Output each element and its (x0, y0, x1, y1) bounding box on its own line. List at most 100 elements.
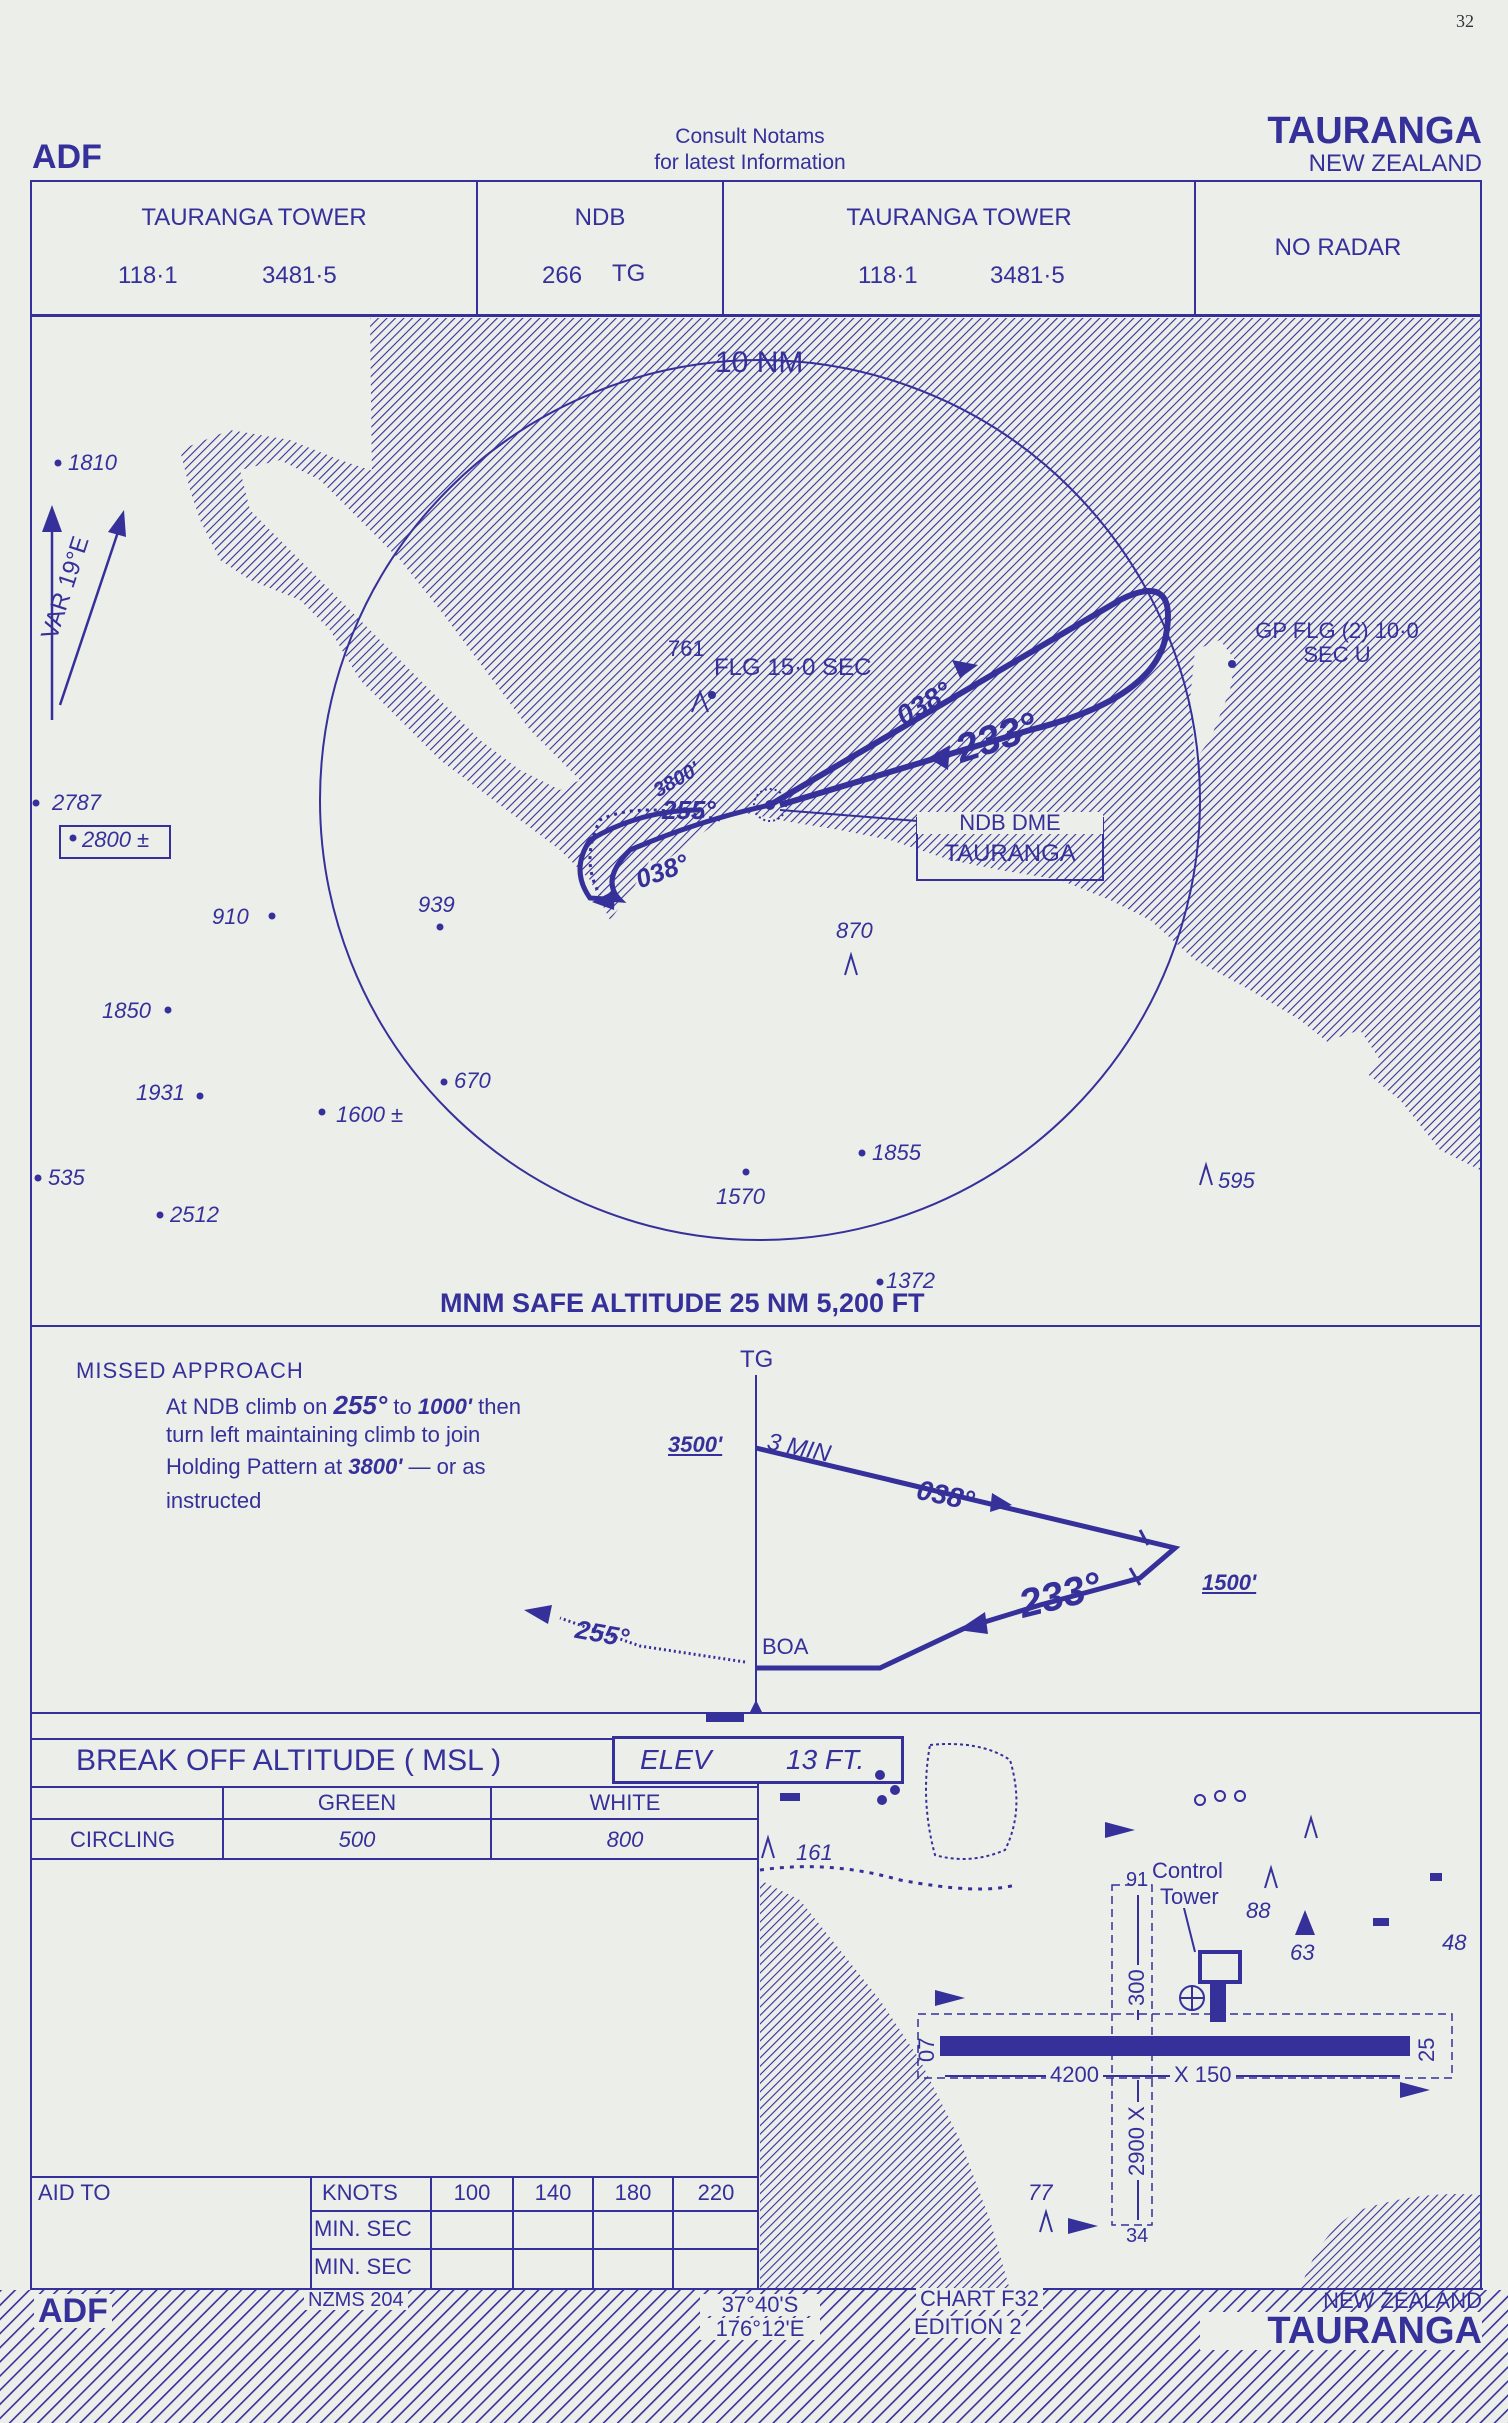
runway-07-label: 07 (914, 2037, 939, 2062)
spot-1850: 1850 (102, 998, 151, 1023)
missed-line-2: turn left maintaining climb to join (166, 1422, 481, 1447)
timing-line-low (310, 2248, 759, 2250)
label-91: 91 (1126, 1869, 1149, 1891)
light-label-2: SEC U (1303, 642, 1371, 667)
sea-area (370, 318, 1480, 1170)
missed-line-1-alt: 1000' (417, 1394, 473, 1419)
footer-country: NEW ZEALAND (1323, 2288, 1482, 2313)
spot-939: 939 (418, 892, 455, 917)
elev-box (612, 1736, 904, 1784)
profile-alt-turn: 1500' (1202, 1570, 1257, 1595)
east-headland (1190, 640, 1235, 760)
obstacle-870-symbol (844, 951, 858, 976)
min-safe-altitude: MNM SAFE ALTITUDE 25 NM 5,200 FT (440, 1288, 925, 1318)
circling-white-value: 800 (606, 1827, 644, 1852)
missed-line-1-hdg: 255° (333, 1390, 388, 1420)
missed-line-3-alt: 3800' (348, 1454, 403, 1479)
page-number: 32 (1456, 11, 1474, 31)
spot-1810: 1810 (68, 450, 117, 475)
profile-fix: TG (740, 1346, 774, 1373)
missed-line-1: At NDB climb on 255° to 1000' then (166, 1392, 521, 1418)
minima-col-line-2 (490, 1786, 492, 1860)
procedure-arrow (592, 890, 615, 910)
spot-1600: 1600 ± (336, 1102, 404, 1127)
runway-length: 4200 (1046, 2064, 1103, 2086)
min-sec-row-1: MIN. SEC (314, 2216, 412, 2241)
min-sec-row-2: MIN. SEC (314, 2254, 412, 2279)
spot-2787: 2787 (52, 790, 101, 815)
spot-2800-box (59, 825, 171, 859)
row-circling: CIRCLING (70, 1827, 176, 1852)
missed-line-1-c: to (387, 1394, 418, 1419)
spot-910: 910 (212, 904, 249, 929)
spot-1931: 1931 (136, 1080, 185, 1105)
knots-label: KNOTS (322, 2180, 398, 2205)
speed-140: 140 (534, 2180, 572, 2205)
speed-180: 180 (614, 2180, 652, 2205)
timing-line-top (31, 2176, 759, 2178)
spot-535: 535 (48, 1165, 85, 1190)
col-green: GREEN (317, 1790, 397, 1815)
comm-ndb-title: NDB (574, 204, 626, 231)
label-34: 34 (1126, 2225, 1149, 2247)
comm-tower-title: TAURANGA TOWER (141, 204, 367, 231)
light-label-1: GP FLG (2) 10·0 (1255, 618, 1419, 643)
profile-boa: BOA (762, 1634, 809, 1659)
range-ring-label: 10 NM (715, 346, 804, 379)
speed-100: 100 (453, 2180, 491, 2205)
elev-48: 48 (1442, 1930, 1467, 1955)
spot-2512: 2512 (170, 1202, 219, 1227)
ndb-leader-line (779, 809, 931, 823)
cross-runway-length: 2900 X (1124, 2102, 1149, 2180)
elev-88: 88 (1246, 1898, 1271, 1923)
comm-divider-1 (476, 180, 478, 316)
comm-tower2-freq1: 118·1 (858, 262, 918, 289)
elev-161: 161 (796, 1840, 833, 1865)
timing-col-b (430, 2176, 432, 2290)
missed-line-3: Holding Pattern at 3800' — or as (166, 1456, 486, 1478)
spot-670: 670 (454, 1068, 491, 1093)
outbound-arrow (952, 660, 978, 678)
runway-width: X 150 (1170, 2064, 1236, 2086)
spot-595: 595 (1218, 1168, 1255, 1193)
cross-runway-upper: 300 (1124, 1965, 1149, 2010)
comm-divider-3 (1194, 180, 1196, 316)
footer-type: ADF (34, 2294, 112, 2328)
peninsula (620, 860, 760, 960)
comm-ndb-ident: TG (612, 260, 646, 287)
procedure-turn (577, 802, 771, 903)
spot-1570: 1570 (716, 1184, 765, 1209)
elev-label: ELEV (640, 1744, 712, 1775)
timing-col-c (512, 2176, 514, 2290)
inbound-arrow (928, 745, 950, 770)
elev-77: 77 (1028, 2180, 1053, 2205)
footer-top-rule (31, 2288, 1483, 2290)
missed-line-1-a: At NDB climb on (166, 1394, 334, 1419)
missed-line-1-e: then (472, 1394, 521, 1419)
beacon-flash-label: FLG 15·0 SEC (714, 654, 872, 681)
circling-green-value: 500 (338, 1827, 376, 1852)
speed-220: 220 (697, 2180, 735, 2205)
minima-panel (31, 1738, 759, 2290)
beacon-761-symbol (691, 689, 709, 713)
timing-col-d (592, 2176, 594, 2290)
comm-ndb-freq: 266 (542, 262, 583, 289)
beacon-elev-label: 761 (668, 636, 705, 661)
comm-no-radar: NO RADAR (1274, 234, 1402, 261)
missed-approach-track (588, 808, 721, 896)
footer-map-ref: NZMS 204 (304, 2290, 408, 2310)
minima-row-line-2 (31, 1818, 759, 1820)
header-country: NEW ZEALAND (1308, 150, 1482, 177)
timing-col-e (672, 2176, 674, 2290)
ndb-label-2: TAURANGA (944, 840, 1076, 867)
missed-line-4: instructed (166, 1488, 262, 1513)
footer-chart: CHART F32 (916, 2288, 1044, 2310)
spot-1372: 1372 (886, 1268, 935, 1293)
footer-lon: 176°12'E (700, 2318, 820, 2340)
ndb-label-1: NDB DME (917, 812, 1103, 834)
header-location: TAURANGA (1267, 110, 1482, 152)
minima-col-line-1 (222, 1786, 224, 1860)
motiti-island (1330, 1030, 1380, 1080)
comm-tower-freq2: 3481·5 (262, 262, 337, 289)
